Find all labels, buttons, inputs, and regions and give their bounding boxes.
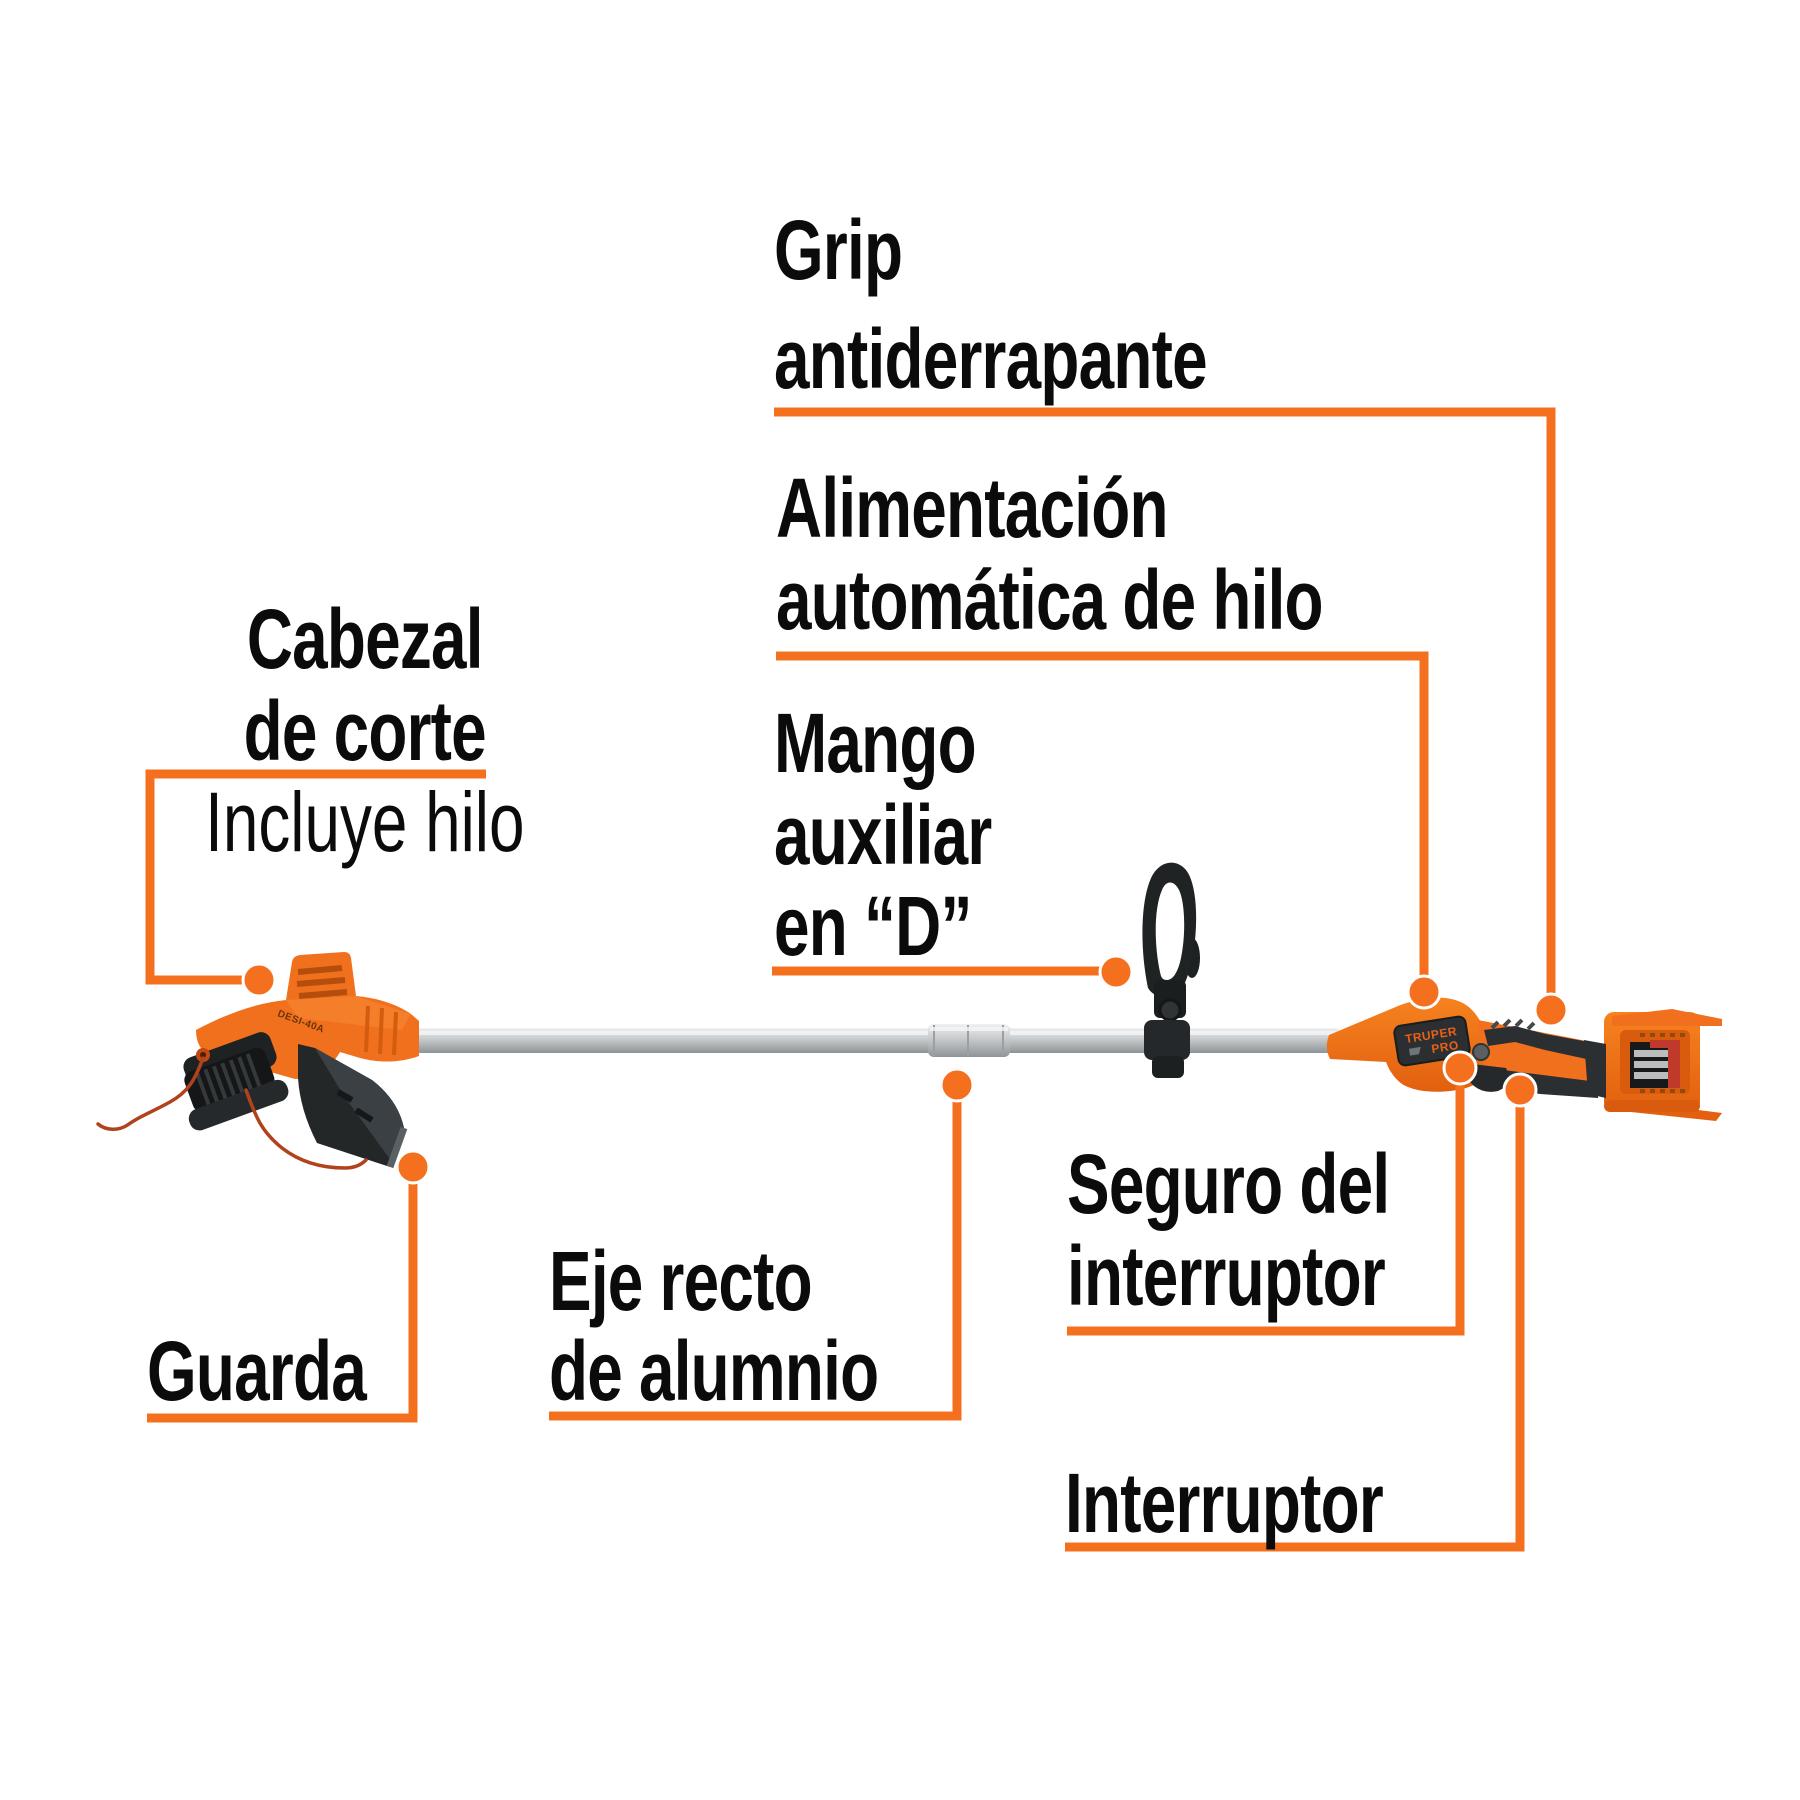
label-grip-line2: antiderrapante xyxy=(774,312,1208,407)
callout-dot-shaft xyxy=(939,1067,975,1103)
brand-sub-text: PRO xyxy=(1430,1038,1459,1056)
label-auto-feed: Alimentación automática de hilo xyxy=(776,461,1324,648)
label-trigger-lock-line2: interruptor xyxy=(1067,1228,1386,1323)
label-shaft-line1: Eje recto xyxy=(549,1234,813,1328)
callout-line-shaft xyxy=(549,1098,962,1421)
handle-clamp xyxy=(1144,1020,1190,1060)
vent-dashes xyxy=(1640,1033,1685,1093)
label-trigger: Interruptor xyxy=(1065,1456,1384,1550)
label-auto-feed-line2: automática de hilo xyxy=(776,553,1324,648)
shaft-tube xyxy=(400,1024,1340,1057)
spool-part xyxy=(184,1047,289,1131)
label-trigger-lock-line1: Seguro del xyxy=(1067,1137,1390,1231)
label-trigger-text: Interruptor xyxy=(1065,1456,1384,1550)
label-trigger-lock: Seguro del interruptor xyxy=(1067,1137,1390,1323)
head-cap-ribs xyxy=(296,965,348,999)
callout-line-guard xyxy=(147,1180,418,1423)
trigger-lock-button xyxy=(1472,1043,1490,1061)
label-cutting-head-note: Incluye hilo xyxy=(205,775,525,870)
callout-line-trigger xyxy=(1065,1100,1525,1552)
guard-part xyxy=(298,1044,408,1169)
label-aux-handle-line1: Mango xyxy=(774,696,977,790)
callout-dot-trigger-lock xyxy=(1442,1050,1478,1086)
label-shaft: Eje recto de alumnio xyxy=(549,1234,879,1418)
head-ridges xyxy=(364,1005,398,1056)
callout-line-auto-feed xyxy=(776,651,1429,992)
callout-line-trigger-lock xyxy=(1067,1080,1465,1336)
battery-mount-part xyxy=(1604,1009,1722,1121)
callout-dot-aux-handle xyxy=(1098,954,1134,990)
label-aux-handle-line3: en “D” xyxy=(774,879,972,974)
trimmer-line-strings xyxy=(96,1056,368,1170)
callout-dot-trigger xyxy=(1502,1072,1538,1108)
label-grip: Grip antiderrapante xyxy=(774,196,1208,414)
trigger-part xyxy=(1468,1064,1512,1092)
shaft-coupler xyxy=(928,1024,1010,1057)
line-eyelet xyxy=(196,1048,210,1062)
label-guard: Guarda xyxy=(147,1324,367,1418)
callout-dot-grip xyxy=(1533,992,1569,1028)
callout-line-grip xyxy=(774,407,1556,1010)
label-cutting-head-line2: de corte xyxy=(243,683,487,778)
aux-handle-part xyxy=(1142,862,1200,1078)
label-cutting-head-line1: Cabezal xyxy=(246,592,484,686)
label-guard-text: Guarda xyxy=(147,1324,367,1418)
callout-dot-auto-feed xyxy=(1406,974,1442,1010)
callout-line-cutting-head xyxy=(145,769,486,985)
label-grip-line1: Grip xyxy=(774,203,903,297)
label-aux-handle: Mango auxiliar en “D” xyxy=(774,696,992,974)
top-fin xyxy=(1612,1009,1722,1026)
label-aux-handle-line2: auxiliar xyxy=(774,787,992,882)
label-cutting-head: Cabezal de corte Incluye hilo xyxy=(190,592,540,870)
label-auto-feed-line1: Alimentación xyxy=(776,461,1168,555)
callout-dot-guard xyxy=(395,1149,431,1185)
label-shaft-line2: de alumnio xyxy=(549,1323,879,1418)
battery-connector xyxy=(1630,1040,1680,1088)
callout-dot-cutting-head xyxy=(241,962,277,998)
